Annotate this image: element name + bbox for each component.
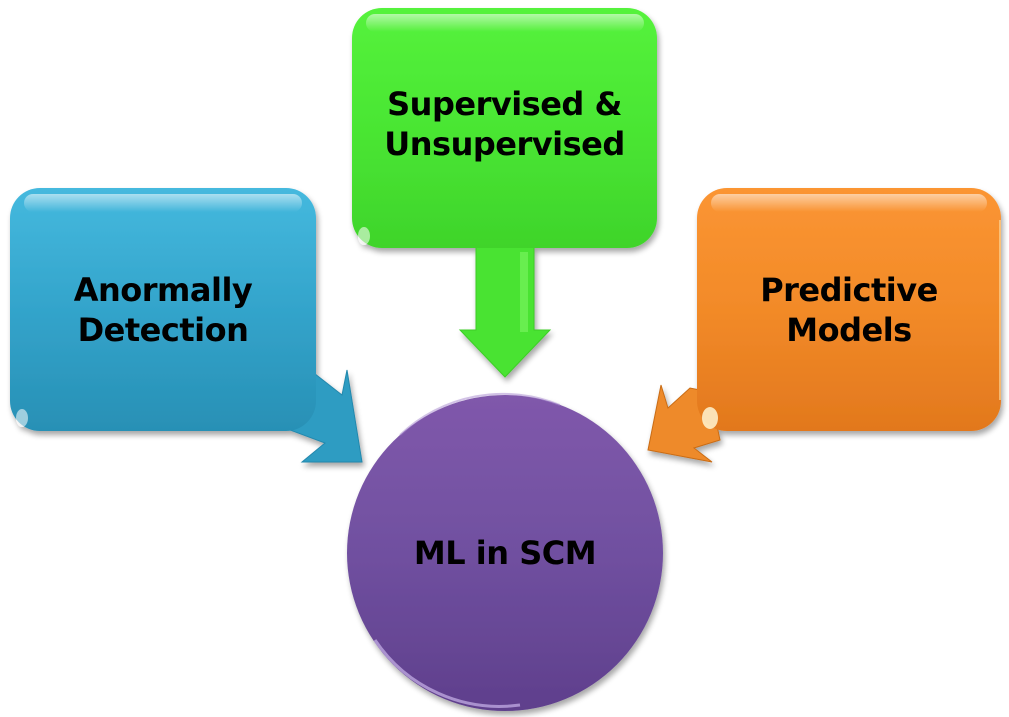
- center-circle: [347, 395, 663, 711]
- arrow-down-icon: [458, 245, 552, 378]
- predictive-models-box: [697, 188, 1001, 431]
- anomaly-detection-box: [10, 188, 316, 431]
- supervised-unsupervised-box: [352, 8, 657, 248]
- node-supervised-unsupervised: [352, 8, 657, 378]
- node-anomaly-detection: [10, 188, 363, 463]
- node-predictive-models: [647, 188, 1001, 463]
- center-node-ml-in-scm: [347, 392, 663, 711]
